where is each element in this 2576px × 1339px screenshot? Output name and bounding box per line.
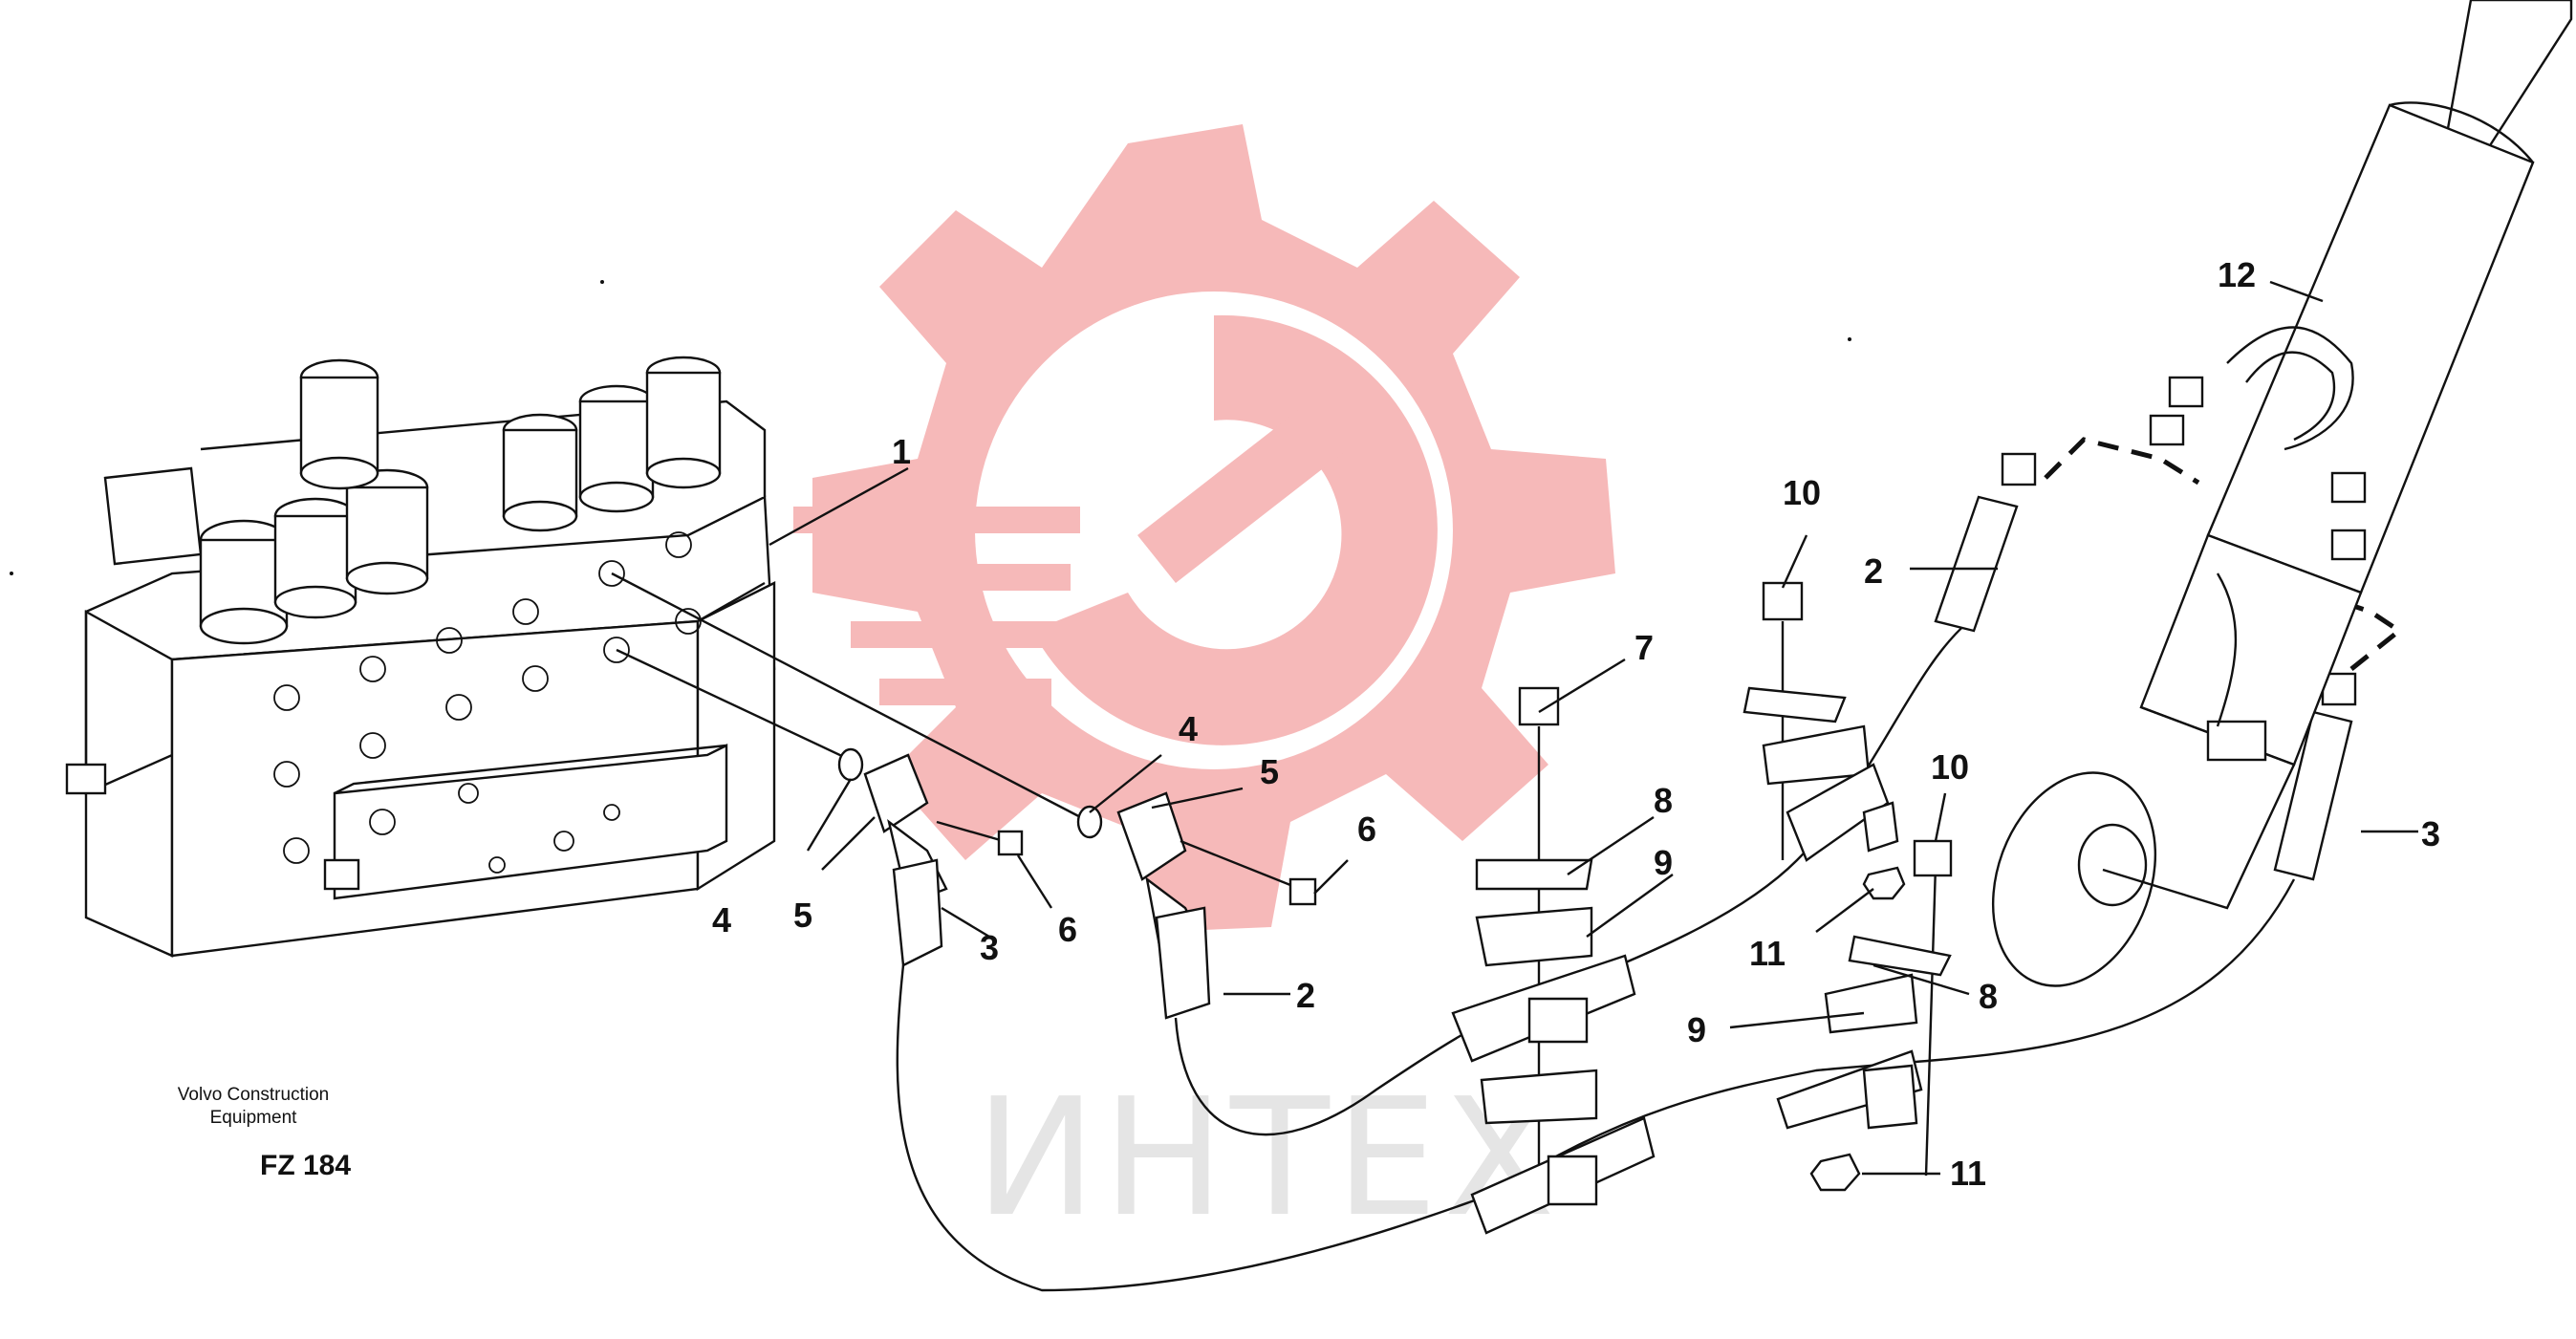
solenoid-cap [273, 497, 357, 619]
callout-10-left: 10 [1783, 473, 1821, 512]
callout-11-lower: 11 [1950, 1154, 1986, 1193]
callout-4-middle: 4 [1179, 709, 1198, 748]
callout-labels: 1 2 2 3 3 4 4 5 5 6 6 7 8 8 9 9 10 10 11… [712, 255, 2440, 1193]
watermark-brand-text: ИНТЕХ [975, 1064, 1561, 1253]
callout-6-middle: 6 [1357, 810, 1376, 849]
callout-2-lower: 2 [1296, 976, 1315, 1015]
callout-3-left: 3 [980, 928, 999, 967]
callout-9-left: 9 [1654, 843, 1673, 882]
callout-12: 12 [2218, 255, 2256, 294]
callout-4-left: 4 [712, 900, 731, 939]
caption-line-2: Equipment [209, 1108, 297, 1128]
callout-8-right: 8 [1979, 977, 1998, 1016]
solenoid-cap [345, 468, 429, 595]
solenoid-cap [502, 413, 578, 532]
callout-8-left: 8 [1654, 781, 1673, 820]
fitting-assembly-left [837, 747, 1024, 967]
control-valve-block [65, 356, 776, 958]
port-leader-lines [611, 572, 1091, 824]
callout-7: 7 [1634, 628, 1654, 667]
port-holes [273, 531, 702, 874]
callout-leaders [768, 280, 2418, 1176]
clamp-stack-left [1451, 686, 1656, 1235]
watermark-gear-logo [812, 124, 1615, 932]
callout-1: 1 [892, 432, 911, 471]
callout-3-right: 3 [2421, 814, 2440, 853]
solenoid-cap [199, 519, 289, 645]
callout-5-left: 5 [793, 896, 812, 935]
fitting-assembly-middle [1076, 791, 1317, 1020]
scan-dots [10, 280, 1851, 575]
caption-manufacturer: Volvo Construction Equipment [134, 1084, 373, 1130]
solenoid-cap [299, 358, 379, 490]
solenoid-cap [578, 384, 655, 513]
clamp-stack-right [1743, 581, 1953, 1192]
callout-2-upper: 2 [1864, 551, 1883, 591]
watermark-stripes [793, 507, 1080, 705]
caption-line-1: Volvo Construction [177, 1085, 330, 1105]
callout-10-right: 10 [1931, 747, 1969, 787]
side-fitting [65, 763, 360, 891]
callout-11-upper: 11 [1749, 934, 1786, 973]
pipe-2-right [1934, 437, 2200, 633]
callout-6-left: 6 [1058, 910, 1077, 949]
callout-5-middle: 5 [1260, 752, 1279, 791]
hydraulic-cylinder [1991, 0, 2573, 987]
solenoid-cap [645, 356, 722, 489]
callout-9-right: 9 [1687, 1010, 1706, 1049]
hydraulic-hoses [896, 620, 2296, 1292]
caption-figure-code: FZ 184 [260, 1150, 352, 1181]
